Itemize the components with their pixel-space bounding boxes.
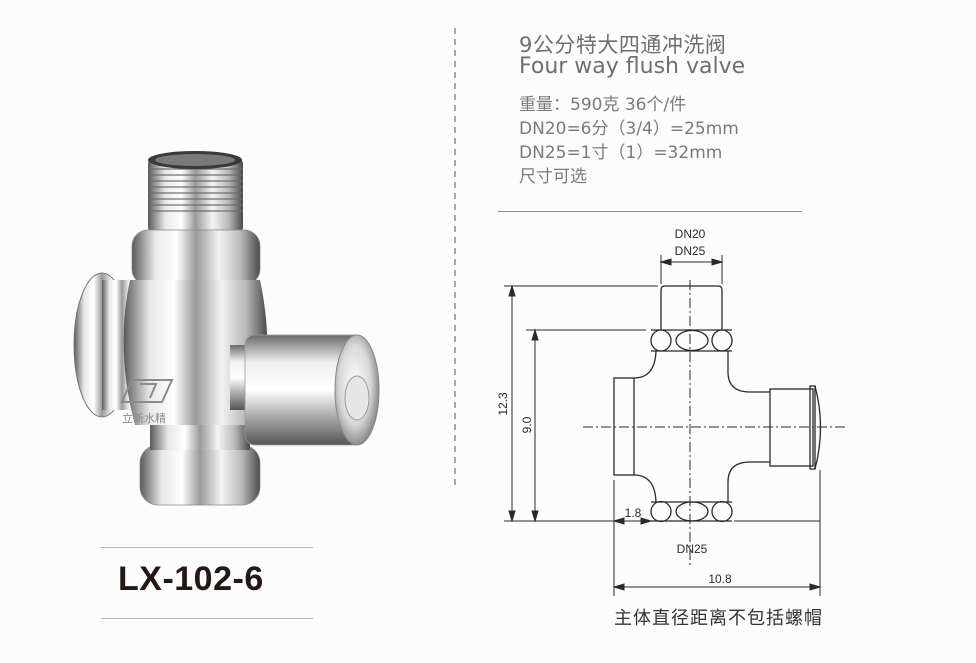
model-rule-top [101, 547, 313, 548]
dim-label-12-3: 12.3 [496, 392, 510, 416]
drawing-note: 主体直径距离不包括螺帽 [614, 608, 823, 629]
brand-mark-text: 立新水精 [122, 411, 166, 425]
model-number: LX-102-6 [118, 560, 264, 598]
flush-valve-image: 立新水精 [73, 151, 380, 506]
spec-dn20: DN20=6分（3/4）=25mm [519, 119, 739, 139]
dim-label-1-8: 1.8 [625, 506, 642, 520]
spec-weight: 重量：590克 36个/件 [519, 95, 687, 115]
column-divider [454, 28, 456, 488]
spec-size-options: 尺寸可选 [519, 167, 587, 187]
spec-dn25: DN25=1寸（1）=32mm [519, 143, 723, 163]
product-title-cn: 9公分特大四通冲洗阀 [519, 33, 727, 57]
product-title-en: Four way flush valve [519, 54, 746, 79]
product-photo: 立新水精 [60, 140, 400, 520]
dim-label-10-8: 10.8 [708, 572, 732, 586]
specs-rule [498, 211, 802, 212]
dim-label-dn25-bottom: DN25 [677, 542, 708, 556]
brand-logo-icon [120, 379, 174, 403]
dim-label-dn20: DN20 [675, 227, 706, 241]
dim-label-dn25-top: DN25 [675, 244, 706, 258]
dim-label-9-0: 9.0 [520, 416, 534, 433]
model-rule-bottom [101, 618, 313, 619]
